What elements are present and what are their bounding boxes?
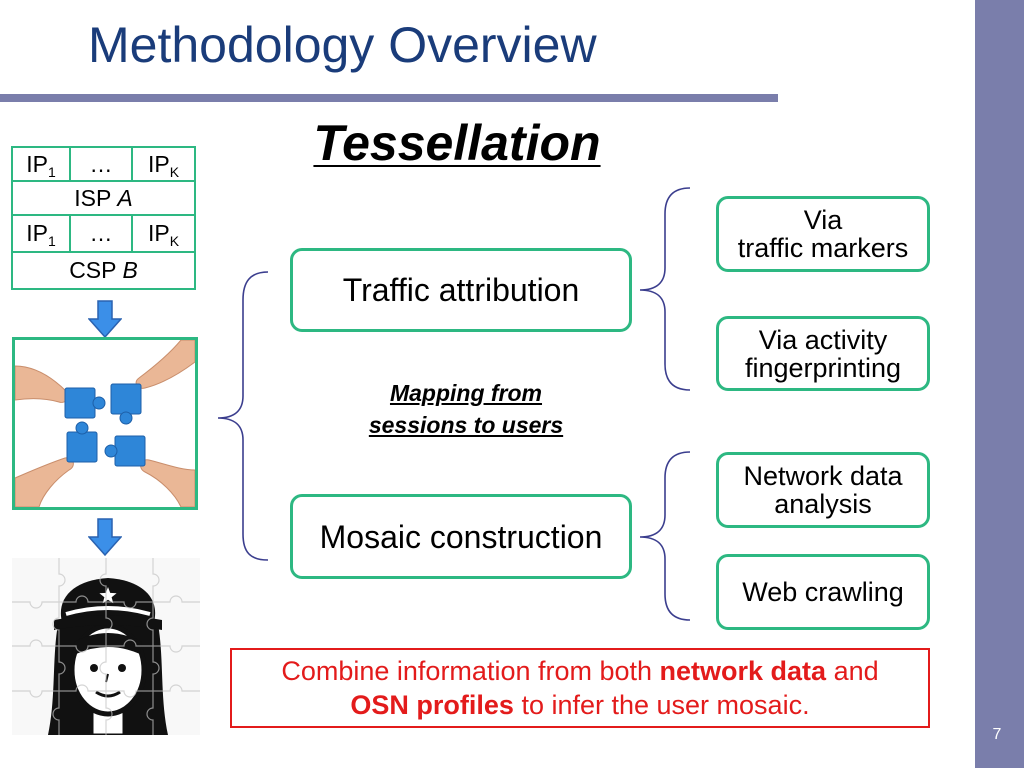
- summary-text: to infer the user mosaic.: [513, 690, 810, 720]
- activity-fingerprinting-box: Via activity fingerprinting: [716, 316, 930, 391]
- summary-line: Combine information from both network da…: [281, 654, 878, 688]
- mosaic-construction-box: Mosaic construction: [290, 494, 632, 579]
- page-number: 7: [992, 726, 1002, 743]
- summary-emphasis: OSN profiles: [350, 690, 514, 720]
- summary-box: Combine information from both network da…: [230, 648, 930, 728]
- phase-label: Traffic attribution: [342, 272, 580, 308]
- puzzle-piece-bottom-right: [104, 435, 146, 467]
- hand-top-right: [135, 340, 195, 389]
- cell-text: IPK: [147, 220, 179, 249]
- table-cell-isp-ellipsis: …: [71, 148, 131, 180]
- traffic-markers-box: Via traffic markers: [716, 196, 930, 272]
- puzzle-pieces: [64, 383, 146, 467]
- isp-label: ISP: [74, 184, 111, 211]
- slide-title: Methodology Overview: [88, 17, 597, 73]
- mapping-note: Mapping from sessions to users: [316, 377, 616, 441]
- mapping-note-line: sessions to users: [368, 412, 564, 438]
- hands: [15, 340, 195, 507]
- puzzle-piece-top-right: [110, 383, 142, 425]
- left-eye: [90, 664, 98, 672]
- ip-label: IP: [147, 150, 170, 177]
- hand-bottom-right: [140, 459, 195, 507]
- web-crawling-box: Web crawling: [716, 554, 930, 630]
- puzzle-hands-icon: [15, 340, 195, 507]
- cell-text: ISP A: [74, 184, 133, 211]
- table-cell-csp-ellipsis: …: [71, 216, 131, 251]
- ellipsis-label: …: [89, 220, 113, 246]
- csp-letter: B: [122, 257, 138, 283]
- hat-brim: [54, 615, 162, 630]
- ip-label: IP: [26, 150, 48, 177]
- down-arrow-icon: [88, 518, 122, 556]
- star-icon: [99, 587, 117, 604]
- traffic-attribution-box: Traffic attribution: [290, 248, 632, 332]
- ip-label: IP: [26, 220, 48, 246]
- ip-subscript: 1: [47, 163, 56, 180]
- table-cell-isp-ip-first: IP1: [13, 148, 69, 180]
- hand-top-left: [15, 365, 69, 403]
- tessellation-heading: Tessellation: [313, 115, 601, 171]
- tessellation-brace: [217, 271, 269, 561]
- police-officer-mosaic-icon: [12, 558, 200, 735]
- bangs: [74, 633, 142, 654]
- hand-bottom-left: [15, 457, 74, 507]
- method-label-line: Via activity: [758, 324, 888, 355]
- puzzle-piece-bottom-left: [66, 421, 98, 463]
- table-cell-csp-ip-first: IP1: [13, 216, 69, 251]
- arrow-shape: [88, 518, 122, 556]
- puzzle-grid: [12, 558, 200, 735]
- method-label-line: traffic markers: [737, 233, 909, 263]
- summary-emphasis: network data: [659, 656, 827, 686]
- summary-text: Combine information from both: [281, 656, 660, 686]
- method-label-line: analysis: [774, 489, 872, 519]
- traffic-attribution-brace: [639, 187, 691, 391]
- table-cell-isp-label: ISP A: [13, 182, 194, 214]
- table-cell-csp-ip-last: IPK: [133, 216, 194, 251]
- mapping-note-line: Mapping from: [389, 380, 543, 406]
- side-accent-bar: [975, 0, 1024, 768]
- summary-text: and: [826, 656, 879, 686]
- network-data-analysis-box: Network data analysis: [716, 452, 930, 528]
- police-officer-mosaic-image: [12, 558, 200, 735]
- right-eye: [118, 664, 126, 672]
- mouth: [95, 690, 121, 698]
- csp-label: CSP: [69, 257, 117, 283]
- method-label-line: Web crawling: [742, 577, 904, 607]
- ip-address-table: IP1 … IPK ISP A IP1 … IPK CSP B: [11, 146, 196, 290]
- mosaic-construction-brace: [639, 451, 691, 621]
- method-label-line: fingerprinting: [744, 352, 902, 383]
- ip-subscript: K: [169, 233, 180, 249]
- hat-band: [65, 606, 151, 616]
- phase-label: Mosaic construction: [319, 518, 603, 555]
- method-label-line: Network data: [743, 461, 903, 491]
- ellipsis-label: …: [89, 150, 113, 177]
- down-arrow-icon: [88, 300, 122, 338]
- cell-text: IP1: [26, 150, 56, 179]
- title-rule-bar: [0, 94, 778, 102]
- cell-text: CSP B: [69, 259, 138, 282]
- puzzle-piece-top-left: [64, 387, 106, 419]
- puzzle-hands-image: [12, 337, 198, 510]
- cell-text: IP1: [26, 220, 56, 249]
- table-cell-csp-label: CSP B: [13, 253, 194, 288]
- summary-line: OSN profiles to infer the user mosaic.: [350, 688, 809, 722]
- ip-label: IP: [147, 220, 170, 246]
- ip-subscript: 1: [47, 233, 56, 249]
- method-label-line: Via: [803, 205, 843, 235]
- cell-text: IPK: [147, 150, 179, 179]
- isp-letter: A: [117, 184, 133, 211]
- ip-subscript: K: [169, 163, 180, 180]
- arrow-shape: [88, 300, 122, 338]
- table-cell-isp-ip-last: IPK: [133, 148, 194, 180]
